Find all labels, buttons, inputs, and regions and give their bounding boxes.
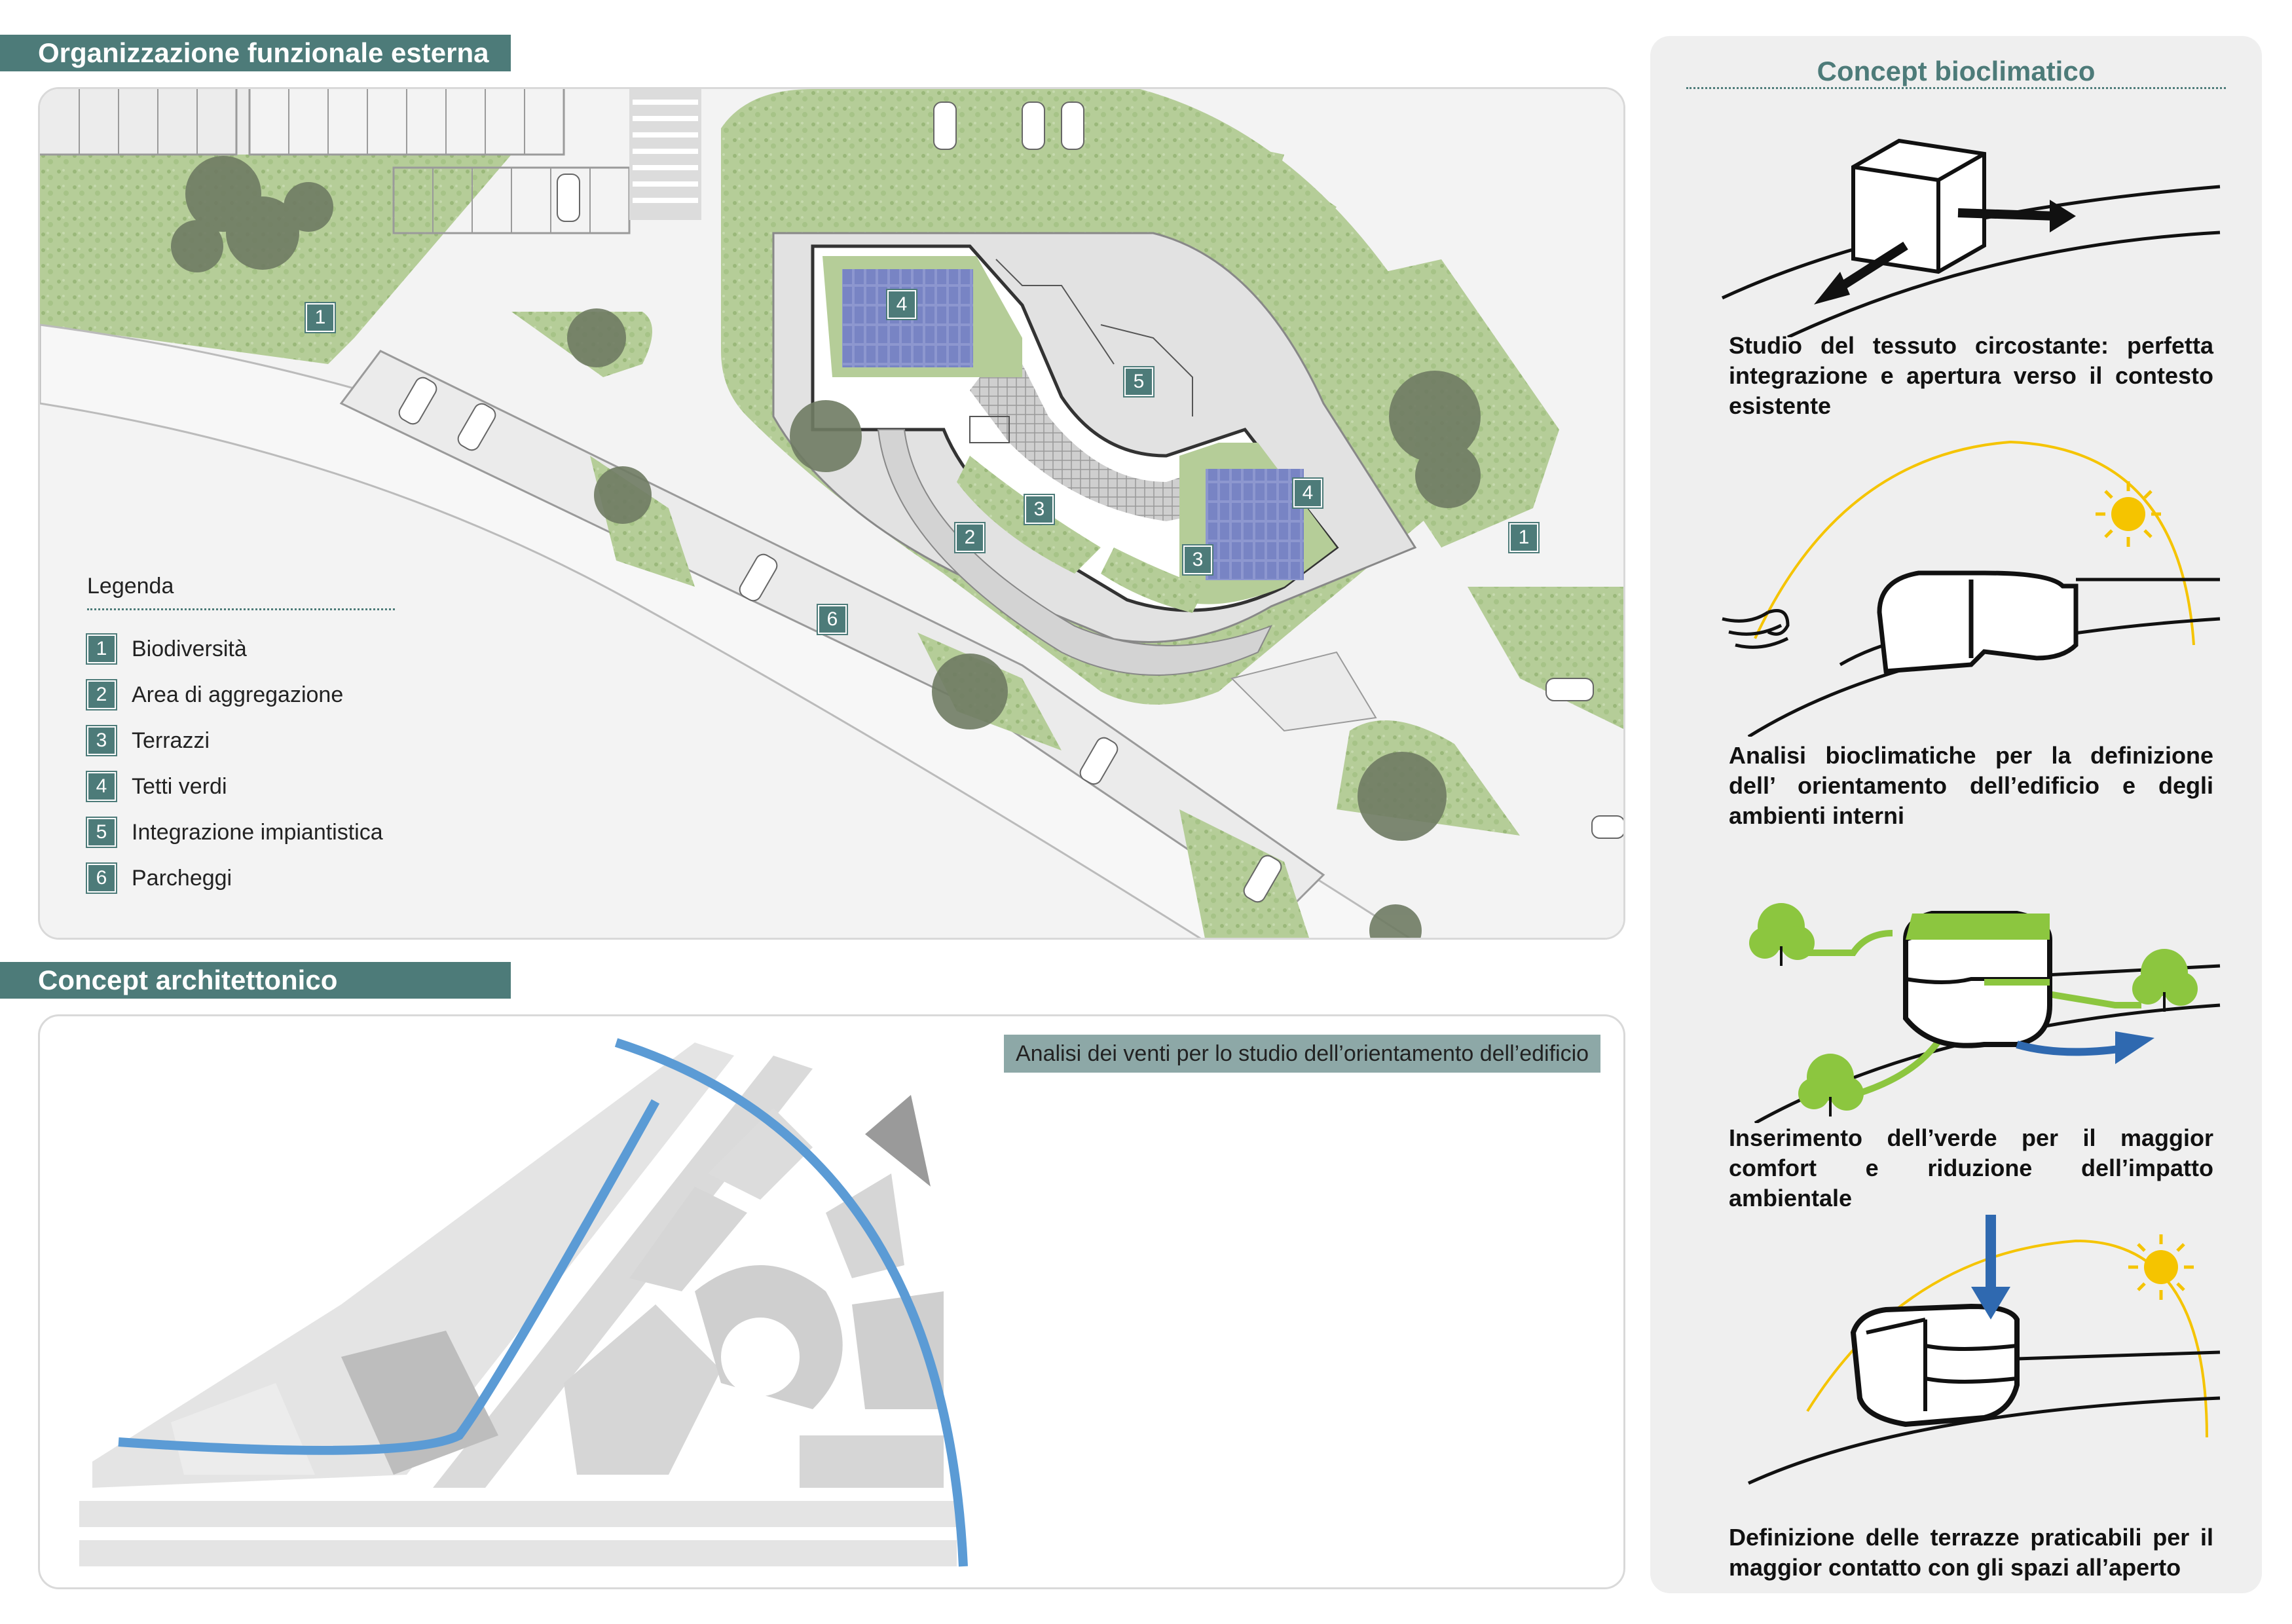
legend-badge: 4: [87, 772, 116, 801]
wind-arc-path: [614, 1038, 968, 1567]
legend-label: Tetti verdi: [132, 773, 227, 799]
map-badge-terrace: 3: [1183, 545, 1212, 574]
bioclimatic-panel: Concept bioclimatico Studio del tessuto …: [1650, 36, 2262, 1593]
section-title-external: Organizzazione funzionale esterna: [0, 35, 511, 71]
bioclimatic-title-rule: [1686, 87, 2226, 89]
terraces-illustration: [1747, 1215, 2221, 1485]
legend-item: 5 Integrazione impiantistica: [87, 809, 395, 855]
legend-label: Integrazione impiantistica: [132, 819, 383, 845]
bioclimatic-step-3: Inserimento dell’verde per il maggior co…: [1729, 1124, 2213, 1211]
map-badge-terrace: 3: [1025, 495, 1054, 524]
bioclimatic-step-1: Studio del tessuto circostante: perfetta…: [1729, 332, 2213, 419]
legend-label: Biodiversità: [132, 636, 247, 661]
bioclimatic-title: Concept bioclimatico: [1817, 56, 2096, 86]
section-title-architectural: Concept architettonico: [0, 962, 511, 999]
legend-label: Terrazzi: [132, 728, 210, 753]
site-plan-panel: 1 4 5 4 3 2 3 6 1 Legenda 1 Biodiversità…: [38, 87, 1625, 940]
map-badge-aggregation-area: 2: [955, 523, 984, 552]
legend-item: 4 Tetti verdi: [87, 764, 395, 809]
map-badge-biodiversity: 1: [306, 303, 335, 332]
legend-badge: 3: [87, 726, 116, 755]
legend-item: 2 Area di aggregazione: [87, 672, 395, 718]
legend-badge: 6: [87, 864, 116, 893]
context-study-illustration: [1721, 138, 2221, 337]
bioclimatic-step-2: Analisi bioclimatiche per la definizione…: [1729, 742, 2213, 829]
legend-badge: 2: [87, 680, 116, 709]
wind-analysis-title: Analisi dei venti per lo studio dell’ori…: [1004, 1035, 1601, 1073]
legend-item: 6 Parcheggi: [87, 855, 395, 901]
urban-context-diagram: [79, 1038, 968, 1567]
legend: Legenda 1 Biodiversità 2 Area di aggrega…: [87, 574, 395, 901]
bioclimatic-step-4: Definizione delle terrazze praticabili p…: [1729, 1524, 2213, 1581]
map-badge-green-roof: 4: [1293, 479, 1322, 507]
legend-badge: 1: [87, 635, 116, 663]
legend-label: Area di aggregazione: [132, 682, 344, 707]
legend-item: 3 Terrazzi: [87, 718, 395, 764]
wind-compasses: NN/EES/ESS/OON/O NN/EES/ESS/OON/O NN/EES…: [40, 1016, 1625, 1589]
legend-item: 1 Biodiversità: [87, 626, 395, 672]
map-badge-biodiversity: 1: [1509, 523, 1538, 552]
map-badge-parking: 6: [818, 605, 847, 634]
legend-title: Legenda: [87, 574, 395, 610]
legend-label: Parcheggi: [132, 865, 232, 891]
architectural-concept-panel: Analisi dei venti per lo studio dell’ori…: [38, 1014, 1625, 1589]
wind-axis-path: [118, 1099, 660, 1455]
legend-badge: 5: [87, 818, 116, 847]
bioclimatic-analysis-illustration: [1722, 440, 2221, 737]
map-badge-green-roof: 4: [887, 290, 916, 319]
map-badge-plant-integration: 5: [1124, 367, 1153, 396]
greenery-illustration: [1749, 903, 2221, 1123]
